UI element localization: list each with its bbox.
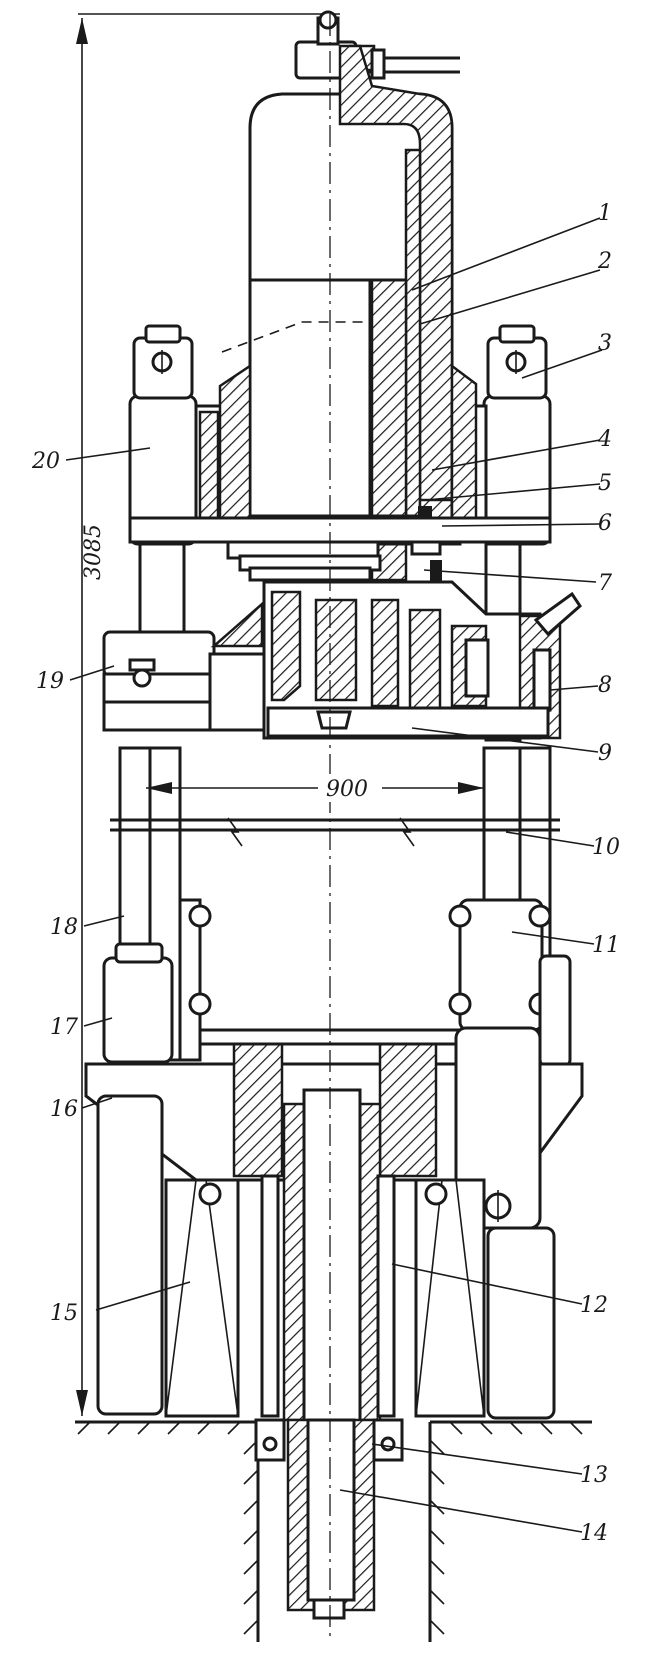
width-dimension-label: 900	[326, 777, 368, 802]
callout-4: 4	[597, 427, 612, 452]
callout-8: 8	[598, 673, 612, 698]
callout-2: 2	[597, 249, 612, 274]
callout-6: 6	[598, 511, 612, 536]
callout-14: 14	[580, 1521, 608, 1546]
ejector-cylinder	[254, 1088, 404, 1620]
callout-20: 20	[31, 449, 60, 474]
callout-9: 9	[598, 741, 612, 766]
callout-12: 12	[580, 1293, 608, 1318]
height-dimension: 3085	[76, 13, 340, 1416]
moving-crosshead	[102, 580, 582, 740]
callout-18: 18	[50, 915, 78, 940]
main-cylinder	[221, 10, 462, 582]
width-dimension: 900	[146, 774, 484, 802]
callout-13: 13	[580, 1463, 608, 1488]
callout-1: 1	[598, 201, 612, 226]
callout-19: 19	[36, 669, 64, 694]
callout-labels: 1 2 3 4 5 6 7 8 9 10 11 12 13 14 15 16 1…	[31, 201, 620, 1546]
callout-15: 15	[50, 1301, 78, 1326]
callout-5: 5	[598, 471, 612, 496]
callout-3: 3	[598, 331, 612, 356]
callout-17: 17	[50, 1015, 78, 1040]
callout-11: 11	[592, 933, 620, 958]
leader-lines	[65, 217, 603, 1533]
height-dimension-label: 3085	[81, 524, 106, 580]
callout-10: 10	[592, 835, 620, 860]
callout-7: 7	[598, 571, 612, 596]
callout-16: 16	[50, 1097, 78, 1122]
